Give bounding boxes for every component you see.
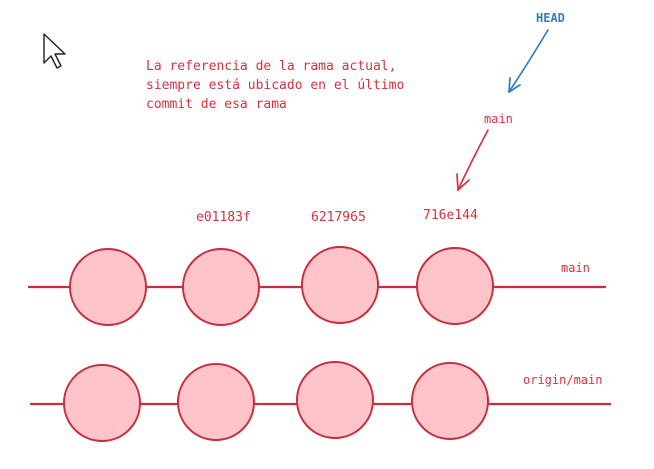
main-pointer-label: main bbox=[484, 112, 513, 126]
main-commit-node-1 bbox=[69, 248, 147, 326]
origin-main-branch-label: origin/main bbox=[523, 373, 602, 387]
main-commit-node-4 bbox=[416, 247, 494, 325]
origin-commit-node-2 bbox=[177, 363, 255, 441]
main-commit-node-2 bbox=[182, 248, 260, 326]
origin-commit-node-4 bbox=[411, 362, 489, 440]
commit-hash-3: 716e144 bbox=[423, 208, 478, 223]
main-branch-label: main bbox=[561, 261, 590, 275]
annotation-line-3: commit de esa rama bbox=[146, 97, 287, 112]
origin-commit-node-1 bbox=[63, 364, 141, 442]
head-label: HEAD bbox=[536, 11, 565, 25]
main-pointer-arrow bbox=[456, 129, 489, 191]
main-commit-node-3 bbox=[301, 246, 379, 324]
mouse-cursor-icon bbox=[43, 33, 66, 69]
commit-hash-1: e01183f bbox=[196, 210, 251, 225]
head-arrow bbox=[508, 29, 549, 93]
commit-hash-2: 6217965 bbox=[311, 210, 366, 225]
annotation-line-1: La referencia de la rama actual, bbox=[146, 59, 396, 74]
origin-commit-node-3 bbox=[296, 361, 374, 439]
annotation-line-2: siempre está ubicado en el último bbox=[146, 78, 404, 93]
